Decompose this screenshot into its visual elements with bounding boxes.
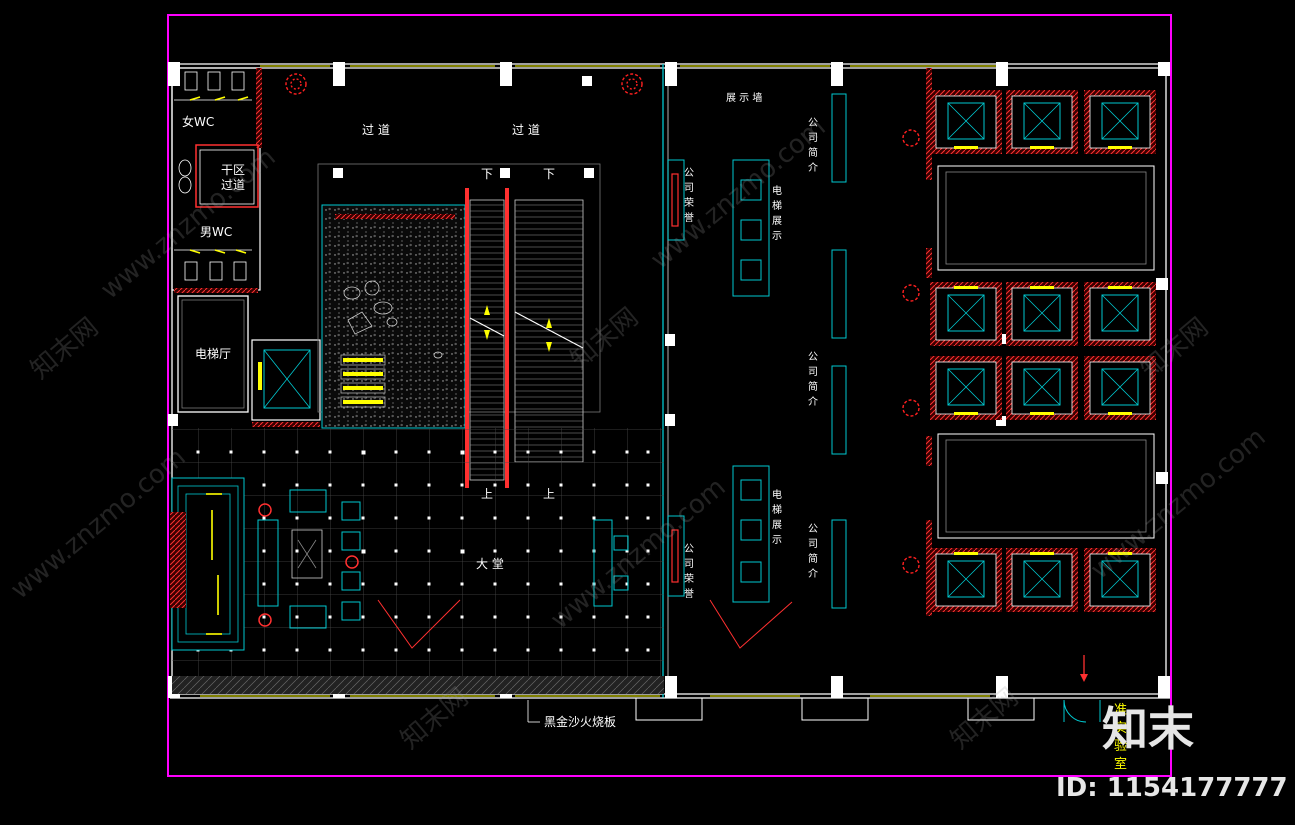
elevator-car bbox=[1006, 548, 1078, 612]
company-intro-3-char-3: 介 bbox=[808, 568, 818, 580]
company-intro-2-char-1: 司 bbox=[808, 367, 818, 378]
elevator-display-2-char-2: 展 bbox=[772, 519, 782, 531]
passage-label-1: 过 道 bbox=[362, 123, 390, 137]
elevator-display-1-char-2: 展 bbox=[772, 215, 782, 227]
elevator-display-2-char-3: 示 bbox=[772, 535, 782, 546]
watermark-text-8: www.znzmo.com bbox=[1085, 422, 1271, 585]
company-intro-3-char-2: 简 bbox=[808, 552, 818, 565]
watermark-text-3: www.znzmo.com bbox=[5, 442, 191, 605]
watermark-text-5: www.znzmo.com bbox=[645, 112, 831, 275]
elevator-hall-label: 电梯厅 bbox=[195, 347, 231, 361]
lobby-furniture bbox=[170, 477, 629, 651]
lobby-floor: 大 堂 bbox=[172, 428, 664, 694]
company-honor-top-char-3: 誉 bbox=[684, 211, 694, 224]
elevator-car bbox=[1084, 282, 1156, 346]
elevator-car bbox=[1084, 90, 1156, 154]
svg-text:实: 实 bbox=[1114, 721, 1127, 736]
elevator-display-1-char-0: 电 bbox=[772, 184, 782, 197]
elevator-display-1-char-1: 梯 bbox=[772, 199, 782, 212]
company-intro-2-char-2: 简 bbox=[808, 380, 818, 393]
company-intro-1-char-0: 公 bbox=[808, 118, 818, 129]
elevator-car bbox=[930, 282, 1002, 346]
elevator-car bbox=[930, 356, 1002, 420]
wc-block: 女WC 男WC 干区 过道 bbox=[171, 67, 262, 293]
company-intro-3-char-1: 司 bbox=[808, 539, 818, 550]
watermark-text-2: www.znzmo.com bbox=[95, 142, 281, 305]
company-honor-top-char-0: 公 bbox=[684, 168, 694, 179]
window-lines bbox=[200, 65, 1000, 697]
brand-logo: 知末 bbox=[1102, 702, 1194, 756]
drawing-frame bbox=[167, 14, 1172, 777]
lobby-label: 大 堂 bbox=[476, 557, 504, 571]
company-honor-top-char-1: 司 bbox=[684, 183, 694, 194]
elevator-display-2-char-0: 电 bbox=[772, 488, 782, 501]
dry-passage-label-1: 干区 bbox=[221, 163, 245, 177]
elevator-car bbox=[1006, 90, 1078, 154]
company-honor-bottom-char-2: 荣 bbox=[684, 573, 694, 585]
svg-text:验: 验 bbox=[1114, 738, 1127, 754]
dry-passage-label-2: 过道 bbox=[221, 178, 245, 192]
elevator-car bbox=[1006, 282, 1078, 346]
svg-text:室: 室 bbox=[1114, 756, 1127, 772]
elevator-car bbox=[1006, 356, 1078, 420]
passage-label-2: 过 道 bbox=[512, 123, 540, 137]
elevator-car bbox=[930, 90, 1002, 154]
floor-material-label: 黑金沙火烧板 bbox=[544, 714, 616, 729]
elevator-hall: 电梯厅 bbox=[177, 295, 321, 427]
company-honor-bottom-char-3: 誉 bbox=[684, 587, 694, 600]
elevator-car bbox=[1084, 548, 1156, 612]
entrance-doors bbox=[635, 655, 1101, 723]
women-wc-label: 女WC bbox=[182, 114, 214, 129]
elevator-display-1-char-3: 示 bbox=[772, 231, 782, 242]
lab-label: 准 实 验 室 bbox=[1114, 703, 1127, 772]
display-wall-label: 展 示 墙 bbox=[726, 91, 762, 104]
escalator-down-label-1: 下 bbox=[481, 167, 493, 181]
plant-markers bbox=[285, 73, 920, 574]
company-honor-bottom-char-0: 公 bbox=[684, 544, 694, 555]
elevator-car bbox=[1084, 356, 1156, 420]
company-intro-1-char-1: 司 bbox=[808, 133, 818, 144]
watermark-text-1: 知末网 bbox=[25, 312, 104, 385]
company-honor-bottom-char-1: 司 bbox=[684, 559, 694, 570]
company-intro-1-char-3: 介 bbox=[808, 162, 818, 174]
svg-text:准: 准 bbox=[1114, 703, 1127, 718]
atrium-garden bbox=[317, 163, 601, 429]
escalator-down-label-2: 下 bbox=[543, 167, 555, 181]
elevator-bank bbox=[926, 68, 1156, 616]
watermark-text-10: 知末网 bbox=[945, 682, 1024, 755]
men-wc-label: 男WC bbox=[200, 225, 232, 239]
columns bbox=[168, 62, 1170, 698]
material-callout: 黑金沙火烧板 bbox=[527, 700, 616, 729]
image-id: ID: 1154177777 bbox=[1056, 773, 1288, 803]
company-intro-2-char-0: 公 bbox=[808, 352, 818, 363]
company-intro-2-char-3: 介 bbox=[808, 396, 818, 408]
elevator-display-2-char-1: 梯 bbox=[772, 503, 782, 516]
company-honor-top-char-2: 荣 bbox=[684, 197, 694, 209]
company-intro-3-char-0: 公 bbox=[808, 524, 818, 535]
company-intro-1-char-2: 简 bbox=[808, 146, 818, 159]
elevator-car bbox=[930, 548, 1002, 612]
